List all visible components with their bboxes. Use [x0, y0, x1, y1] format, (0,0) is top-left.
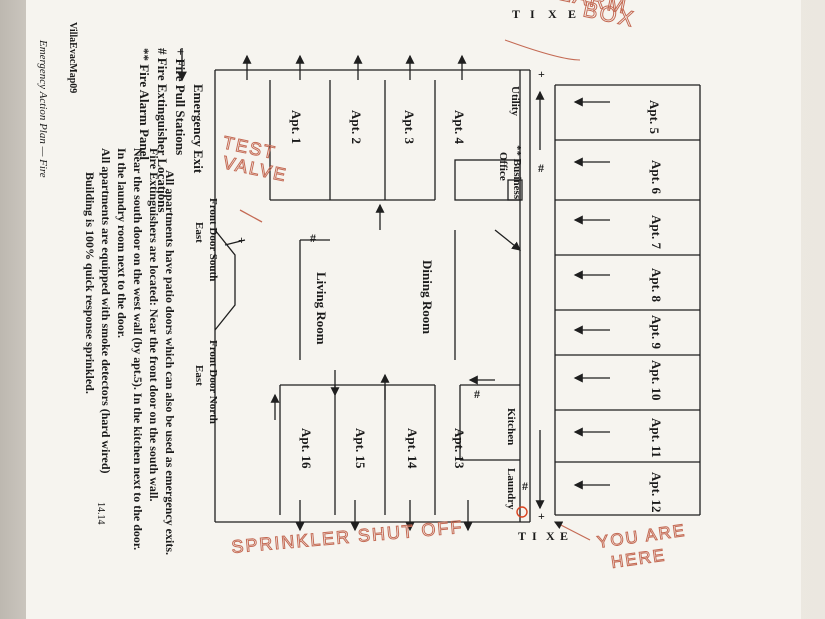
extinguisher-marker: #: [474, 387, 480, 401]
front-door-north-east: East: [193, 365, 205, 386]
room-apt9: Apt. 9: [649, 315, 664, 349]
you-are-here-arrow: [553, 521, 591, 541]
front-door-south: Front Door South: [207, 198, 219, 281]
room-utility: Utility: [509, 86, 521, 116]
room-labels: Apt. 5 Apt. 6 Apt. 7 Apt. 8 Apt. 9 Apt. …: [193, 86, 664, 512]
alarm-box-pointer: [504, 39, 581, 61]
exit-west: E X I T: [512, 7, 576, 21]
note-line: In the laundry room next to the door.: [115, 148, 129, 338]
room-apt2: Apt. 2: [349, 110, 364, 144]
note-line: Fire Extinguishers are located: Near the…: [147, 148, 161, 502]
pull-station-marker: +: [538, 67, 545, 81]
room-laundry: Laundry: [505, 468, 517, 510]
note-line: Building is 100% quick response sprinkle…: [83, 172, 97, 394]
exit-east: E X I T: [518, 529, 568, 543]
note-line: Near the south door on the west wall (by…: [131, 148, 145, 550]
room-apt15: Apt. 15: [353, 428, 368, 469]
room-apt8: Apt. 8: [649, 268, 664, 302]
room-apt10: Apt. 10: [649, 360, 664, 400]
note-line: All apartments have patio doors which ca…: [163, 170, 177, 555]
room-apt6: Apt. 6: [649, 160, 664, 194]
exit-letter: E: [568, 7, 576, 21]
exit-letter: X: [546, 529, 555, 543]
room-apt5: Apt. 5: [647, 100, 662, 134]
extinguisher-marker: #: [522, 479, 528, 493]
front-door-south-east: East: [193, 222, 205, 243]
exit-letter: T: [518, 529, 526, 543]
room-apt7: Apt. 7: [649, 215, 664, 249]
exit-letter: E: [560, 529, 568, 543]
footer-page: 14.14: [95, 502, 106, 525]
legend-alarm: ** Fire Alarm Panel: [137, 48, 152, 160]
map-id: VillaEvacMap09: [67, 22, 78, 93]
extinguisher-marker: #: [310, 231, 316, 245]
legend-exit: Emergency Exit: [191, 84, 206, 174]
extinguisher-marker: #: [538, 161, 544, 175]
floor-plan: [214, 69, 701, 523]
room-apt3: Apt. 3: [402, 110, 417, 144]
room-apt16: Apt. 16: [299, 428, 314, 469]
exit-arrows: [242, 54, 610, 532]
exit-letter: I: [532, 529, 537, 543]
exit-letter: I: [530, 7, 535, 21]
legend: ** Fire Alarm Panel # Fire Extinguisher …: [137, 48, 206, 213]
room-apt11: Apt. 11: [649, 418, 664, 458]
room-office: Office: [497, 152, 509, 181]
room-kitchen: Kitchen: [505, 408, 517, 445]
pull-station-marker: +: [238, 233, 245, 247]
exit-letter: T: [512, 7, 520, 21]
note-line: All apartments are equipped with smoke d…: [99, 148, 113, 474]
sprinkler-shutoff-marker: [516, 506, 528, 518]
test-valve-mark: [239, 209, 263, 223]
safety-symbols: # # # # + + +: [238, 67, 545, 523]
exit-letter: X: [548, 7, 557, 21]
room-apt14: Apt. 14: [405, 428, 420, 469]
room-apt13: Apt. 13: [452, 428, 467, 469]
legend-pull-station: + Fire Pull Stations: [173, 48, 188, 155]
room-business: ** Business: [511, 145, 523, 200]
legend-extinguisher: # Fire Extinguisher Locations: [155, 48, 170, 213]
footer-plan: Emergency Action Plan — Fire: [37, 39, 49, 178]
room-apt12: Apt. 12: [649, 472, 664, 512]
notes-block: All apartments have patio doors which ca…: [83, 148, 177, 555]
pull-station-marker: +: [538, 509, 545, 523]
front-door-north: Front Door North: [207, 340, 219, 424]
room-apt4: Apt. 4: [452, 110, 467, 144]
room-apt1: Apt. 1: [289, 110, 304, 144]
room-dining: Dining Room: [420, 260, 435, 334]
room-living: Living Room: [314, 272, 329, 345]
